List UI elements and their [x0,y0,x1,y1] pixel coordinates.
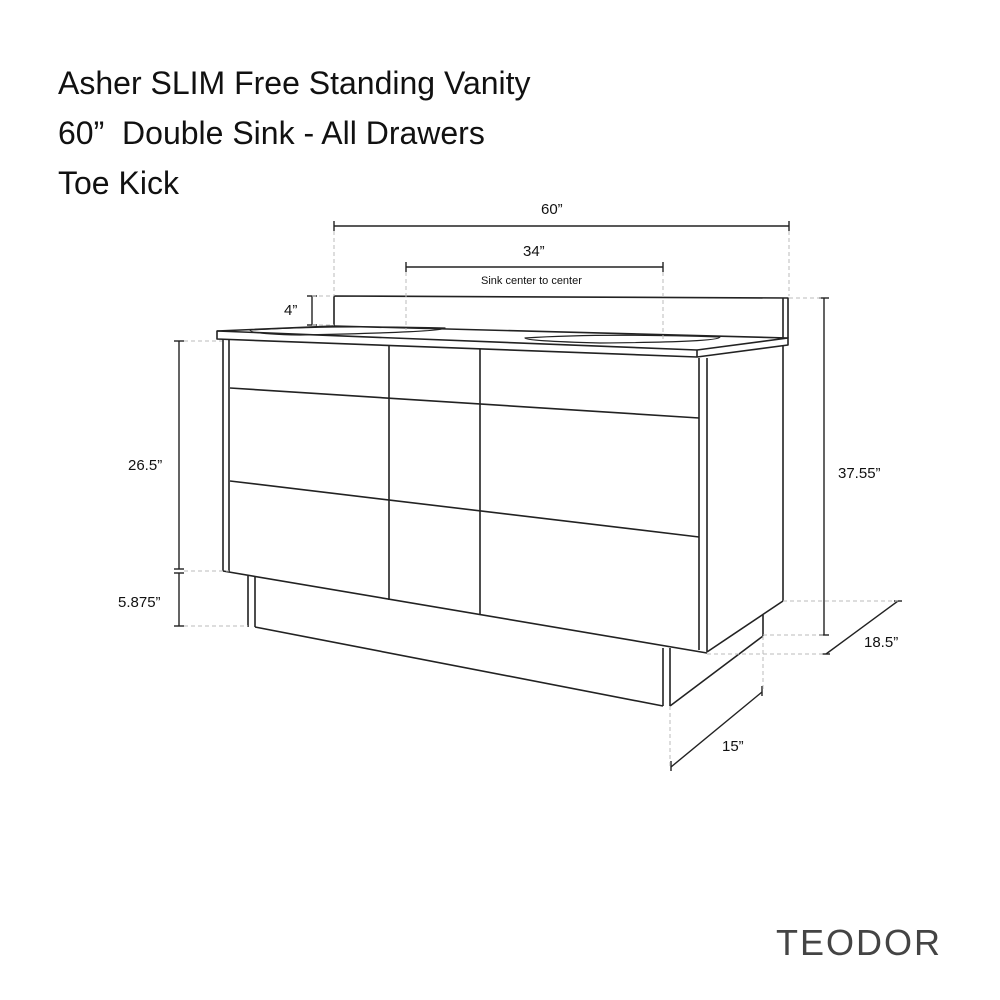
product-title: Asher SLIM Free Standing Vanity 60” Doub… [58,58,531,208]
title-line-1: Asher SLIM Free Standing Vanity [58,65,531,101]
sink-left [249,326,446,336]
extension-lines [184,231,898,767]
label-overall-height: 37.55” [838,465,881,482]
label-toe-kick-depth: 15” [722,738,744,755]
label-overall-depth: 18.5” [864,634,898,651]
label-overall-width: 60” [541,201,563,218]
sink-right [524,334,721,344]
backsplash [333,295,789,338]
label-toe-kick-height: 5.875” [118,594,161,611]
toe-kick [247,576,764,707]
label-backsplash-height: 4” [284,302,297,319]
label-cabinet-height: 26.5” [128,457,162,474]
label-sink-spacing: 34” [523,243,545,260]
label-sink-spacing-note: Sink center to center [481,275,582,287]
cabinet-front [222,339,784,654]
title-line-2: 60” Double Sink - All Drawers [58,115,485,151]
title-line-3: Toe Kick [58,165,179,201]
countertop [216,325,789,358]
dimension-lines [174,221,902,771]
brand-logo: TEODOR [776,922,943,963]
